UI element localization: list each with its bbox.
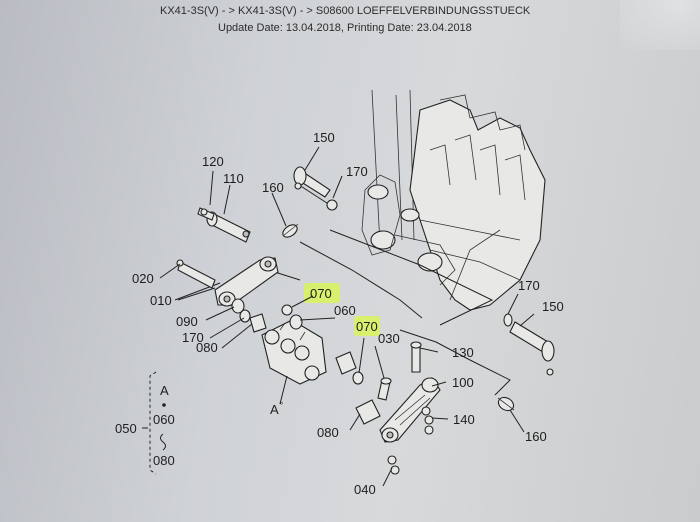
part-150-top-pin [293,166,338,211]
part-070-top-washer [281,304,293,316]
header-path: KX41-3S(V) - > KX41-3S(V) - > S08600 LOE… [160,5,531,17]
part-060-bushing-b [335,351,357,375]
part-040-nut-b [390,465,400,475]
legend-last: 080 [153,453,175,468]
guide-line-2 [299,241,423,319]
legend-ref-050: 050 [115,421,137,436]
label-080-left: 080 [196,340,218,355]
label-070-mid: 070 [356,319,378,334]
guide-line-7 [295,182,331,206]
part-140-nut-a [421,406,431,416]
label-A: A [270,402,279,417]
label-140: 140 [453,412,475,427]
part-040-nut-a [387,455,397,465]
label-150-right: 150 [542,299,564,314]
highlight-070-top [304,283,340,303]
label-160-top: 160 [262,180,284,195]
bucket-drawing [361,89,546,311]
guide-line-4 [399,329,511,396]
label-040: 040 [354,482,376,497]
guide-line-1 [329,229,494,326]
leader-lines [159,146,535,487]
label-170-right: 170 [518,278,540,293]
label-030: 030 [378,331,400,346]
legend-first: 060 [153,412,175,427]
part-070-mid-washer [352,371,364,385]
legend-a: A [160,383,169,398]
label-A-mark: ° [280,401,283,410]
legend-tilde [160,433,166,451]
part-170-right-washer [503,313,513,327]
label-110: 110 [223,171,244,186]
label-170-left: 170 [182,330,204,345]
label-080-bottom: 080 [317,425,339,440]
label-130: 130 [452,345,474,360]
label-010: 010 [150,293,172,308]
part-130-bolt [410,341,422,373]
label-150-top: 150 [313,130,335,145]
label-170-top: 170 [346,164,368,179]
part-010-link [176,256,279,307]
paper-glare [620,0,700,50]
part-150-right-pin [509,321,555,376]
part-A-block [261,319,327,385]
legend-bracket [149,371,157,475]
label-120: 120 [202,154,224,169]
part-090-washer [231,298,245,314]
label-100: 100 [452,375,474,390]
part-140-nut-b [424,415,434,425]
header-dates: Update Date: 13.04.2018, Printing Date: … [218,22,472,34]
part-100-link [379,377,441,443]
part-140-nut-c [424,425,434,435]
highlight-070-mid [354,316,380,336]
set-legend: 050 A 060 080 [115,371,175,475]
part-080-bottom-bushing [355,399,381,425]
part-030-bolt [377,377,392,401]
part-160-top-clip [282,223,299,238]
legend-dot [162,403,166,407]
part-170-left-washer [239,309,251,323]
label-060: 060 [334,303,356,318]
label-070-top: 070 [310,286,332,301]
part-060-bushing-a [289,314,303,330]
part-080-left-bushing [249,313,267,333]
label-020: 020 [132,271,154,286]
label-160-right: 160 [525,429,547,444]
label-090: 090 [176,314,198,329]
part-160-right-clip [497,396,515,412]
part-110-pin [197,207,251,243]
